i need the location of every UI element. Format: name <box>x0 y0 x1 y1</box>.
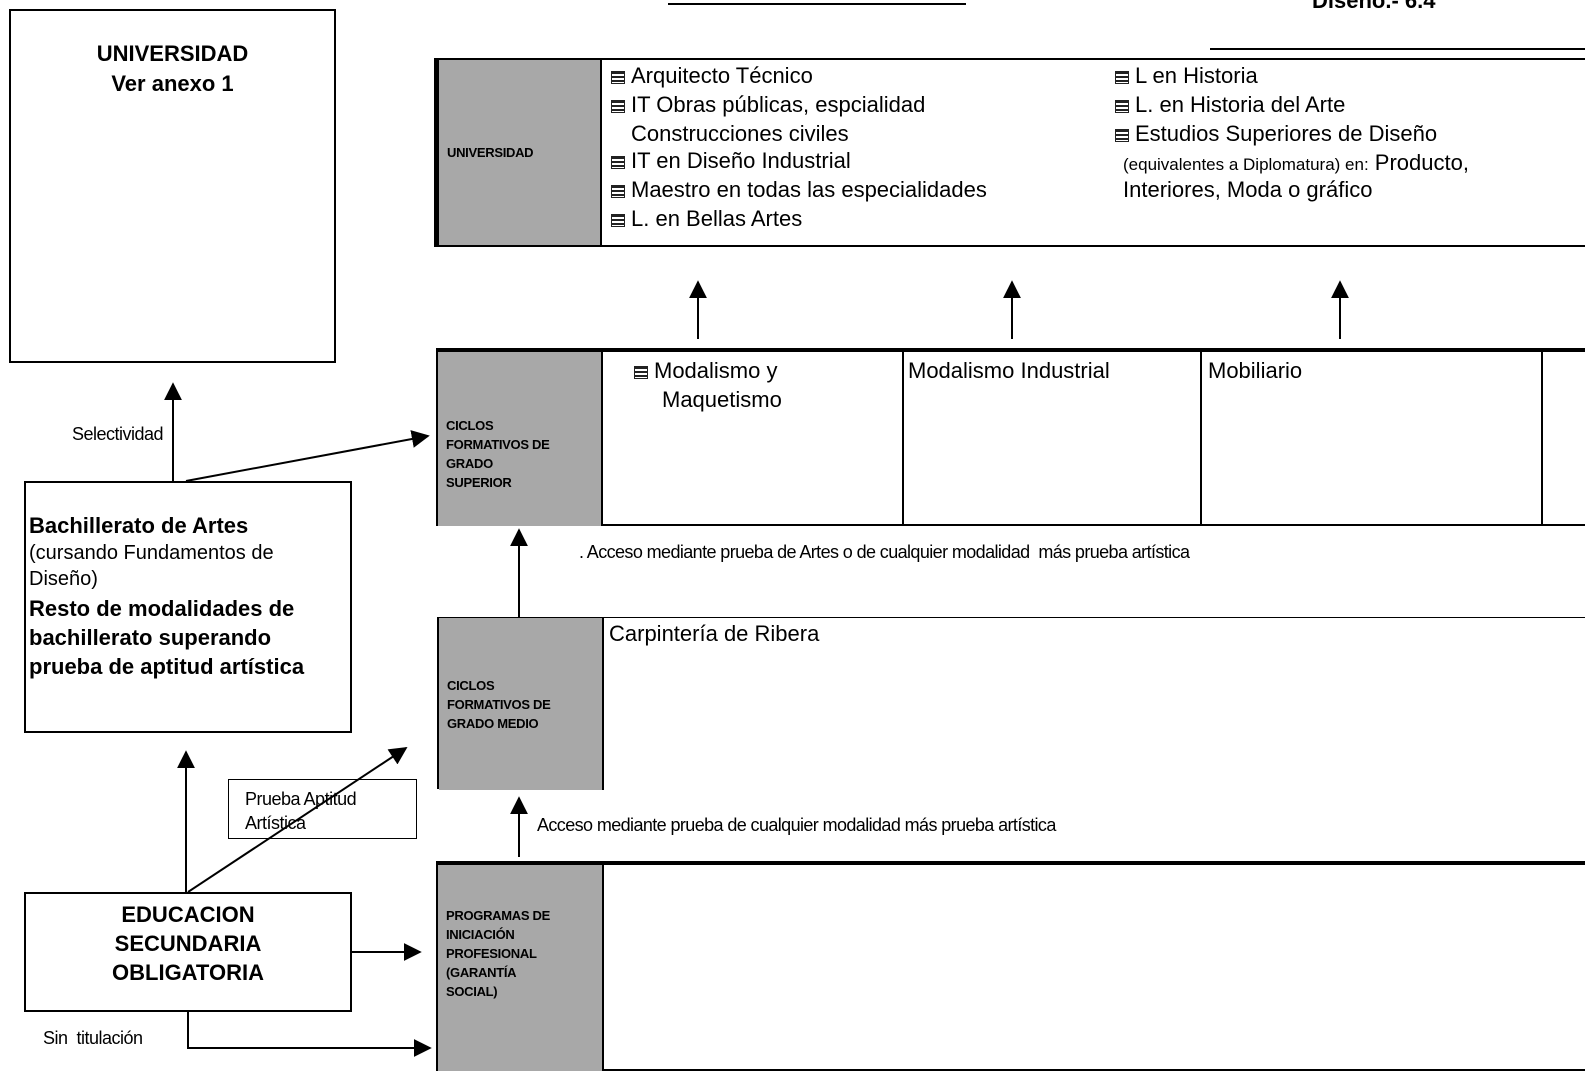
uni-item: L. en Bellas Artes <box>611 204 802 233</box>
bullet-icon <box>611 156 625 169</box>
arrow-eso-to-medio <box>187 747 408 893</box>
arrow-sin-titulacion <box>187 1012 432 1057</box>
grado-medio-label: CICLOS FORMATIVOS DE GRADO MEDIO <box>439 618 604 790</box>
ciclo-sup-item-cont: Maquetismo <box>662 387 782 412</box>
col-divider <box>1541 352 1543 526</box>
uni-item: L en Historia <box>1115 61 1258 90</box>
universidad-row-label: UNIVERSIDAD <box>439 60 602 245</box>
section-code: Diseño.- 6.4 <box>1312 0 1436 13</box>
grado-medio-row: CICLOS FORMATIVOS DE GRADO MEDIO Carpint… <box>437 617 1585 790</box>
eso-line1: EDUCACION <box>121 902 255 927</box>
acceso-medio-note: Acceso mediante prueba de cualquier moda… <box>537 815 1056 835</box>
uni-item: Maestro en todas las especialidades <box>611 175 987 204</box>
bachillerato-line4: Resto de modalidades de <box>29 596 295 621</box>
selectividad-label: Selectividad <box>72 424 164 444</box>
uni-item: Arquitecto Técnico <box>611 61 813 90</box>
bullet-icon <box>1115 71 1129 84</box>
bullet-icon <box>611 71 625 84</box>
prueba-line2: Artística <box>245 813 306 833</box>
ciclo-sup-item: Mobiliario <box>1208 358 1303 383</box>
bachillerato-box: Bachillerato de Artes (cursando Fundamen… <box>24 481 352 733</box>
bullet-icon <box>611 214 625 227</box>
acceso-superior-note: . Acceso mediante prueba de Artes o de c… <box>579 542 1190 562</box>
eso-line2: SECUNDARIA <box>114 931 262 956</box>
grado-superior-row: CICLOS FORMATIVOS DE GRADO SUPERIOR Moda… <box>436 348 1585 526</box>
prueba-line1: Prueba Aptitud <box>245 789 357 809</box>
bullet-icon <box>1115 100 1129 113</box>
uni-item-cont: Interiores, Moda o gráfico <box>1123 177 1373 202</box>
grado-superior-label: CICLOS FORMATIVOS DE GRADO SUPERIOR <box>438 352 603 526</box>
sin-titulacion-label: Sin titulación <box>43 1028 143 1048</box>
bachillerato-line2: (cursando Fundamentos de <box>29 542 274 564</box>
uni-item: Estudios Superiores de Diseño <box>1115 119 1437 148</box>
ciclo-sup-item: Modalismo y <box>634 356 777 385</box>
eso-line3: OBLIGATORIA <box>112 960 264 985</box>
eso-box: EDUCACION SECUNDARIA OBLIGATORIA <box>24 892 352 1012</box>
programas-label: PROGRAMAS DE INICIACIÓN PROFESIONAL (GAR… <box>438 865 604 1071</box>
uni-item: L. en Historia del Arte <box>1115 90 1345 119</box>
col-divider <box>902 352 904 526</box>
bullet-icon <box>611 185 625 198</box>
uni-item: IT en Diseño Industrial <box>611 146 851 175</box>
bachillerato-line6: prueba de aptitud artística <box>29 654 305 679</box>
bachillerato-line5: bachillerato superando <box>29 625 272 650</box>
header-rule-right <box>1210 48 1585 50</box>
prueba-aptitud-box: Prueba Aptitud Artística <box>228 779 417 839</box>
bachillerato-line1: Bachillerato de Artes <box>29 513 249 538</box>
ciclo-sup-item: Modalismo Industrial <box>908 358 1110 383</box>
universidad-title: UNIVERSIDAD <box>96 41 249 66</box>
col-divider <box>1200 352 1202 526</box>
universidad-subtitle: Ver anexo 1 <box>111 71 234 96</box>
uni-item: IT Obras públicas, espcialidad <box>611 90 925 119</box>
universidad-box: UNIVERSIDAD Ver anexo 1 <box>9 9 336 363</box>
header-rule <box>668 3 966 5</box>
arrow-bach-to-superior <box>185 430 430 482</box>
universidad-row: UNIVERSIDAD Arquitecto Técnico IT Obras … <box>434 58 1585 247</box>
uni-item-cont: (equivalentes a Diplomatura) en: Product… <box>1123 150 1469 175</box>
bachillerato-line3: Diseño) <box>29 568 98 590</box>
bullet-icon <box>611 100 625 113</box>
bullet-icon <box>634 366 648 379</box>
bullet-icon <box>1115 129 1129 142</box>
uni-item-cont: Construcciones civiles <box>631 121 849 146</box>
ciclo-medio-item: Carpintería de Ribera <box>609 621 820 646</box>
